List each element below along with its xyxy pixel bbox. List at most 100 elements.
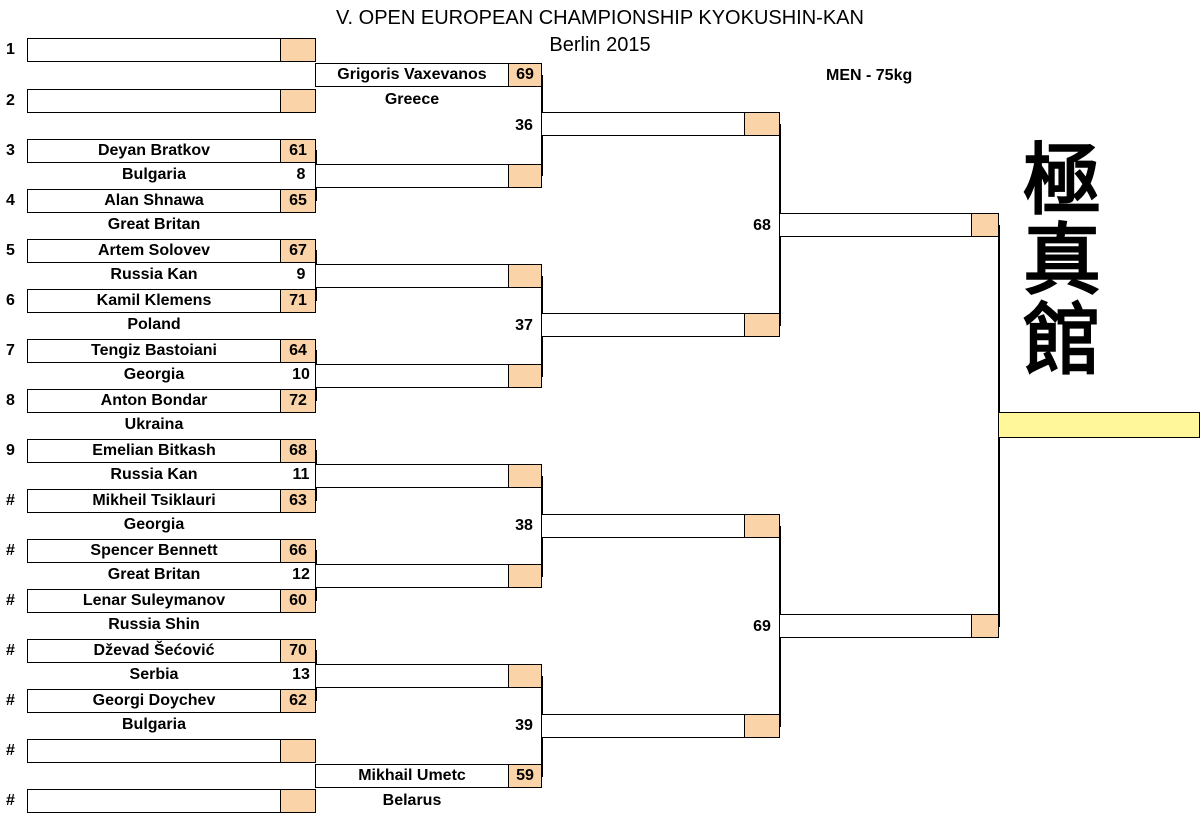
match-10: 10: [292, 366, 310, 383]
seed-2: 2: [6, 92, 15, 109]
competitor-3-name[interactable]: Deyan Bratkov: [27, 139, 281, 163]
competitor-2-number: [280, 89, 316, 113]
page-title: V. OPEN EUROPEAN CHAMPIONSHIP KYOKUSHIN-…: [336, 7, 864, 29]
match-68: 68: [753, 217, 771, 234]
winner-match-13-score: [508, 664, 542, 688]
match-9: 9: [296, 266, 306, 283]
country-4: Great Britan: [107, 216, 201, 233]
country-7: Georgia: [123, 366, 185, 383]
competitor-10-name[interactable]: Mikheil Tsiklauri: [27, 489, 281, 513]
winner-match-68-score: [971, 213, 999, 237]
match-8: 8: [296, 166, 306, 183]
country-13: Serbia: [129, 666, 179, 683]
competitor-14-name[interactable]: Georgi Doychev: [27, 689, 281, 713]
round2-top-name[interactable]: Grigoris Vaxevanos: [315, 63, 509, 87]
competitor-15-box[interactable]: [27, 739, 281, 763]
category-label: MEN - 75kg: [826, 67, 913, 84]
competitor-5-number: 67: [280, 239, 316, 263]
country-12: Russia Shin: [108, 616, 200, 633]
round2-bottom-name[interactable]: Mikhail Umetc: [315, 764, 509, 788]
winner-match-37-box[interactable]: [541, 313, 745, 337]
svg-text:館: 館: [1023, 295, 1101, 385]
seed-13: #: [6, 642, 15, 659]
match-69: 69: [753, 618, 771, 635]
round2-bottom-number: 59: [508, 764, 542, 788]
winner-match-68-box[interactable]: [779, 213, 972, 237]
country-14: Bulgaria: [121, 716, 186, 733]
competitor-11-number: 66: [280, 539, 316, 563]
winner-match-38-score: [744, 514, 780, 538]
winner-match-39-box[interactable]: [541, 714, 745, 738]
winner-match-10-box[interactable]: [315, 364, 509, 388]
kyokushin-kan-calligraphy-icon: 極 真 館: [1012, 135, 1112, 386]
champion-box[interactable]: [998, 412, 1200, 438]
competitor-13-number: 70: [280, 639, 316, 663]
competitor-7-name[interactable]: Tengiz Bastoiani: [27, 339, 281, 363]
country-10: Georgia: [123, 516, 185, 533]
competitor-3-number: 61: [280, 139, 316, 163]
seed-10: #: [6, 492, 15, 509]
winner-match-69-box[interactable]: [779, 614, 972, 638]
winner-match-36-score: [744, 112, 780, 136]
seed-8: 8: [6, 392, 15, 409]
competitor-12-number: 60: [280, 589, 316, 613]
match-13: 13: [292, 666, 310, 683]
seed-15: #: [6, 742, 15, 759]
competitor-8-name[interactable]: Anton Bondar: [27, 389, 281, 413]
seed-12: #: [6, 592, 15, 609]
winner-match-13-box[interactable]: [315, 664, 509, 688]
competitor-16-box[interactable]: [27, 789, 281, 813]
winner-match-9-box[interactable]: [315, 264, 509, 288]
match-38: 38: [515, 517, 533, 534]
winner-match-39-score: [744, 714, 780, 738]
country-11: Great Britan: [107, 566, 201, 583]
competitor-11-name[interactable]: Spencer Bennett: [27, 539, 281, 563]
round2-bottom-country: Belarus: [382, 792, 442, 809]
svg-text:真: 真: [1023, 215, 1101, 306]
competitor-7-number: 64: [280, 339, 316, 363]
competitor-1-number: [280, 38, 316, 62]
competitor-5-name[interactable]: Artem Solovev: [27, 239, 281, 263]
competitor-12-name[interactable]: Lenar Suleymanov: [27, 589, 281, 613]
competitor-1-box[interactable]: [27, 38, 281, 62]
round2-top-country: Greece: [384, 91, 440, 108]
match-39: 39: [515, 717, 533, 734]
competitor-2-box[interactable]: [27, 89, 281, 113]
match-36: 36: [515, 117, 533, 134]
winner-match-36-box[interactable]: [541, 112, 745, 136]
competitor-10-number: 63: [280, 489, 316, 513]
winner-match-11-score: [508, 464, 542, 488]
match-11: 11: [292, 466, 310, 483]
competitor-15-number: [280, 739, 316, 763]
winner-match-9-score: [508, 264, 542, 288]
seed-16: #: [6, 792, 15, 809]
winner-match-10-score: [508, 364, 542, 388]
round2-top-number: 69: [508, 63, 542, 87]
page-subtitle: Berlin 2015: [549, 34, 651, 56]
competitor-4-name[interactable]: Alan Shnawa: [27, 189, 281, 213]
seed-5: 5: [6, 242, 15, 259]
country-3: Bulgaria: [121, 166, 186, 183]
competitor-6-name[interactable]: Kamil Klemens: [27, 289, 281, 313]
competitor-14-number: 62: [280, 689, 316, 713]
competitor-13-name[interactable]: Dževad Šećović: [27, 639, 281, 663]
svg-text:極: 極: [1023, 135, 1101, 226]
winner-match-8-box[interactable]: [315, 164, 509, 188]
winner-match-11-box[interactable]: [315, 464, 509, 488]
winner-match-12-score: [508, 564, 542, 588]
competitor-16-number: [280, 789, 316, 813]
winner-match-38-box[interactable]: [541, 514, 745, 538]
winner-match-8-score: [508, 164, 542, 188]
country-5: Russia Kan: [110, 266, 198, 283]
seed-3: 3: [6, 142, 15, 159]
competitor-9-name[interactable]: Emelian Bitkash: [27, 439, 281, 463]
seed-9: 9: [6, 442, 15, 459]
match-37: 37: [515, 317, 533, 334]
country-6: Poland: [127, 316, 181, 333]
country-8: Ukraina: [124, 416, 184, 433]
seed-14: #: [6, 692, 15, 709]
competitor-6-number: 71: [280, 289, 316, 313]
winner-match-12-box[interactable]: [315, 564, 509, 588]
match-12: 12: [292, 566, 310, 583]
competitor-8-number: 72: [280, 389, 316, 413]
